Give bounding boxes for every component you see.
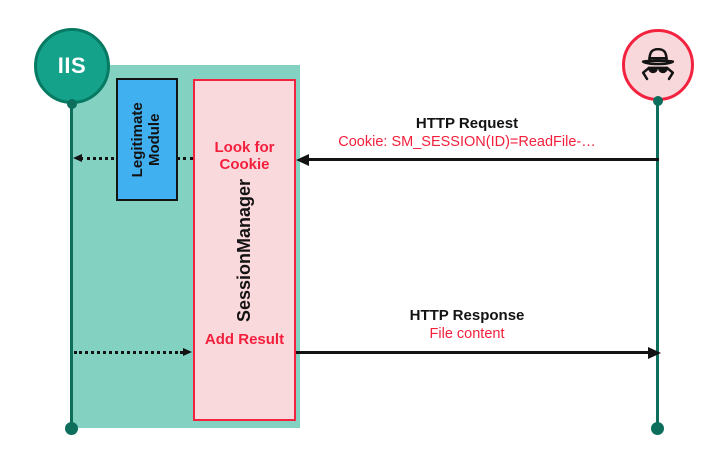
sessionmanager-label: SessionManager — [234, 178, 254, 322]
attacker-lifeline-end-dot — [651, 422, 664, 435]
http-response-arrowhead — [648, 346, 661, 359]
result-dotted-arrowhead — [183, 348, 192, 356]
sessionmanager-label-wrap: SessionManager — [195, 81, 294, 419]
attacker-actor-circle — [622, 29, 694, 101]
http-request-title: HTTP Request — [415, 115, 519, 132]
iis-actor-circle: IIS — [34, 28, 110, 104]
http-request-cookie-detail: Cookie: SM_SESSION(ID)=ReadFile-… — [338, 134, 596, 150]
iis-actor-label: IIS — [57, 53, 87, 78]
http-response-arrow-line — [296, 351, 650, 354]
add-result-label: Add Result — [204, 331, 285, 348]
result-dotted-arrow-line — [74, 351, 183, 354]
legitimate-module-label: Legitimate Module — [129, 102, 163, 178]
http-response-content-detail: File content — [429, 326, 505, 342]
legitimate-module-box: Legitimate Module — [116, 78, 178, 201]
http-request-label: HTTP Request Cookie: SM_SESSION(ID)=Read… — [287, 115, 647, 151]
sessionmanager-box: Look for Cookie SessionManager Add Resul… — [193, 79, 296, 421]
http-request-arrow-line — [303, 158, 659, 161]
spy-icon — [641, 47, 675, 81]
lookup-dotted-arrowhead — [73, 154, 82, 162]
attacker-lifeline-start-dot — [653, 96, 663, 106]
http-response-title: HTTP Response — [409, 307, 525, 324]
http-response-label: HTTP Response File content — [287, 307, 647, 343]
iis-lifeline-end-dot — [65, 422, 78, 435]
iis-lifeline-start-dot — [67, 99, 77, 109]
iis-lifeline — [70, 100, 73, 429]
http-request-arrowhead — [296, 153, 309, 166]
look-for-cookie-label: Look for Cookie — [214, 139, 275, 174]
attacker-lifeline — [656, 99, 659, 429]
